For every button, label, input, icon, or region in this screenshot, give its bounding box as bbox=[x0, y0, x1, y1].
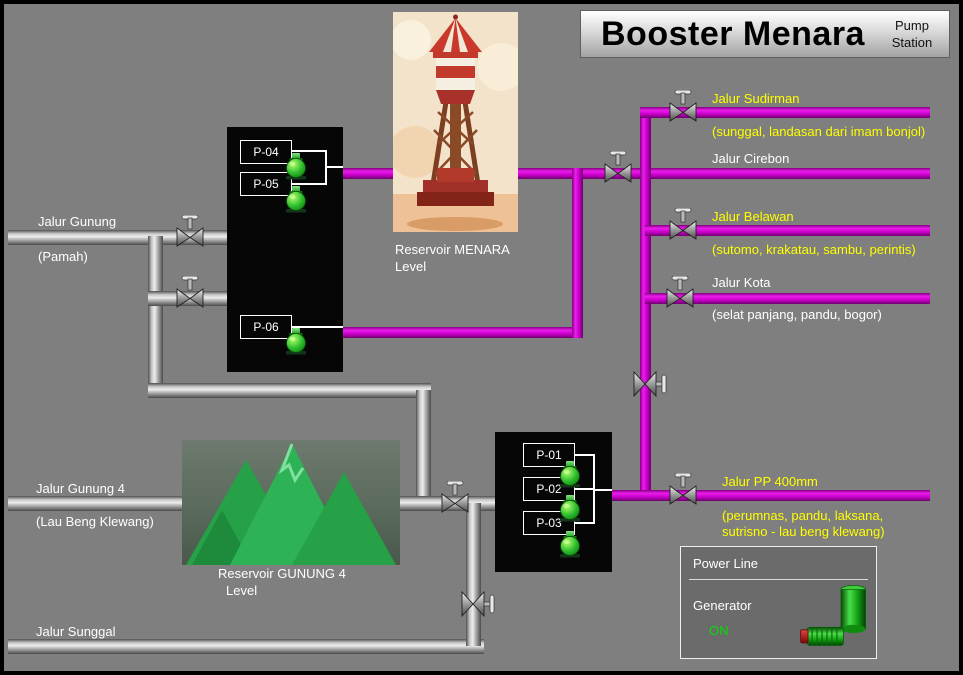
pump-panel-gunung4: P-01 P-02 P-03 bbox=[495, 432, 612, 572]
reservoir-menara-label: Reservoir MENARA bbox=[395, 242, 510, 257]
page-title: Booster Menara bbox=[601, 14, 865, 53]
label-jalur-gunung: Jalur Gunung bbox=[38, 214, 117, 229]
valve-cirebon[interactable] bbox=[604, 151, 632, 183]
label-route-pp400-note1: (perumnas, pandu, laksana, bbox=[722, 508, 884, 523]
pump-label-p06: P-06 bbox=[240, 315, 292, 339]
label-route-kota: Jalur Kota bbox=[712, 275, 771, 290]
wire bbox=[325, 166, 343, 168]
label-route-sudirman: Jalur Sudirman bbox=[712, 91, 800, 106]
pipe-pp400 bbox=[612, 490, 930, 501]
pump-icon-p04[interactable] bbox=[283, 152, 309, 180]
pump-icon-p05[interactable] bbox=[283, 185, 309, 213]
pipe-low-run bbox=[148, 383, 431, 398]
pipe-low-drop bbox=[416, 390, 431, 506]
pipe-p06-riser bbox=[572, 168, 583, 338]
valve-p06-feed[interactable] bbox=[176, 276, 204, 308]
page-subtitle: Pump Station bbox=[891, 18, 933, 50]
valve-pp400[interactable] bbox=[669, 473, 697, 505]
valve-trunk[interactable] bbox=[633, 371, 667, 397]
pump-panel-menara: P-04 P-05 P-06 bbox=[227, 127, 343, 372]
valve-sunggal-riser[interactable] bbox=[461, 591, 495, 617]
pipe-sudirman bbox=[640, 107, 930, 118]
pipe-kota bbox=[645, 293, 930, 304]
label-route-kota-note: (selat panjang, pandu, bogor) bbox=[712, 307, 882, 322]
pump-icon-p01[interactable] bbox=[557, 460, 583, 488]
label-route-pp400-note2: sutrisno - lau beng klewang) bbox=[722, 524, 885, 539]
valve-jalur-gunung[interactable] bbox=[176, 215, 204, 247]
pipe-sunggal-riser bbox=[466, 503, 481, 646]
pipe-pump-out-cirebon bbox=[343, 168, 930, 179]
valve-jalur-gunung4[interactable] bbox=[441, 481, 469, 513]
title-bar: Booster Menara Pump Station bbox=[580, 10, 950, 58]
power-line-title: Power Line bbox=[693, 556, 759, 571]
power-line-panel: Power Line Generator ON bbox=[680, 546, 877, 659]
pipe-left-riser bbox=[148, 236, 163, 398]
pump-label-p04: P-04 bbox=[240, 140, 292, 164]
pipe-belawan bbox=[645, 225, 930, 236]
reservoir-gunung4-level-label: Level bbox=[226, 583, 258, 598]
wire bbox=[573, 488, 595, 490]
label-jalur-sunggal: Jalur Sunggal bbox=[36, 624, 116, 639]
label-route-belawan: Jalur Belawan bbox=[712, 209, 794, 224]
valve-sudirman[interactable] bbox=[669, 90, 697, 122]
valve-kota[interactable] bbox=[666, 276, 694, 308]
water-tower-image bbox=[389, 12, 525, 232]
pipe-jalur-sunggal bbox=[8, 639, 484, 654]
generator-label: Generator bbox=[693, 598, 752, 613]
label-route-cirebon: Jalur Cirebon bbox=[712, 151, 790, 166]
pump-label-p05: P-05 bbox=[240, 172, 292, 196]
wire bbox=[289, 326, 343, 328]
wire bbox=[289, 150, 327, 152]
wire bbox=[593, 489, 612, 491]
label-route-pp400: Jalur PP 400mm bbox=[722, 474, 818, 489]
label-route-sudirman-note: (sunggal, landasan dari imam bonjol) bbox=[712, 124, 926, 139]
label-jalur-gunung4: Jalur Gunung 4 bbox=[36, 481, 125, 496]
label-jalur-gunung4-note: (Lau Beng Klewang) bbox=[36, 514, 154, 529]
pipe-jalur-gunung bbox=[8, 230, 230, 245]
label-route-belawan-note: (sutomo, krakatau, sambu, perintis) bbox=[712, 242, 916, 257]
wire bbox=[573, 454, 595, 456]
pipe-p06-out bbox=[343, 327, 583, 338]
wire bbox=[573, 522, 595, 524]
label-jalur-gunung-note: (Pamah) bbox=[38, 249, 88, 264]
pump-icon-p03[interactable] bbox=[557, 530, 583, 558]
wire bbox=[289, 183, 327, 185]
reservoir-gunung4-label: Reservoir GUNUNG 4 bbox=[218, 566, 346, 581]
valve-belawan[interactable] bbox=[669, 208, 697, 240]
generator-icon[interactable] bbox=[799, 577, 873, 653]
pipe-distribution-trunk bbox=[640, 107, 651, 501]
generator-status: ON bbox=[709, 623, 729, 638]
separator bbox=[689, 579, 868, 580]
reservoir-menara-level-label: Level bbox=[395, 259, 427, 274]
reservoir-gunung4-image bbox=[182, 440, 400, 565]
pump-icon-p02[interactable] bbox=[557, 494, 583, 522]
pump-icon-p06[interactable] bbox=[283, 327, 309, 355]
